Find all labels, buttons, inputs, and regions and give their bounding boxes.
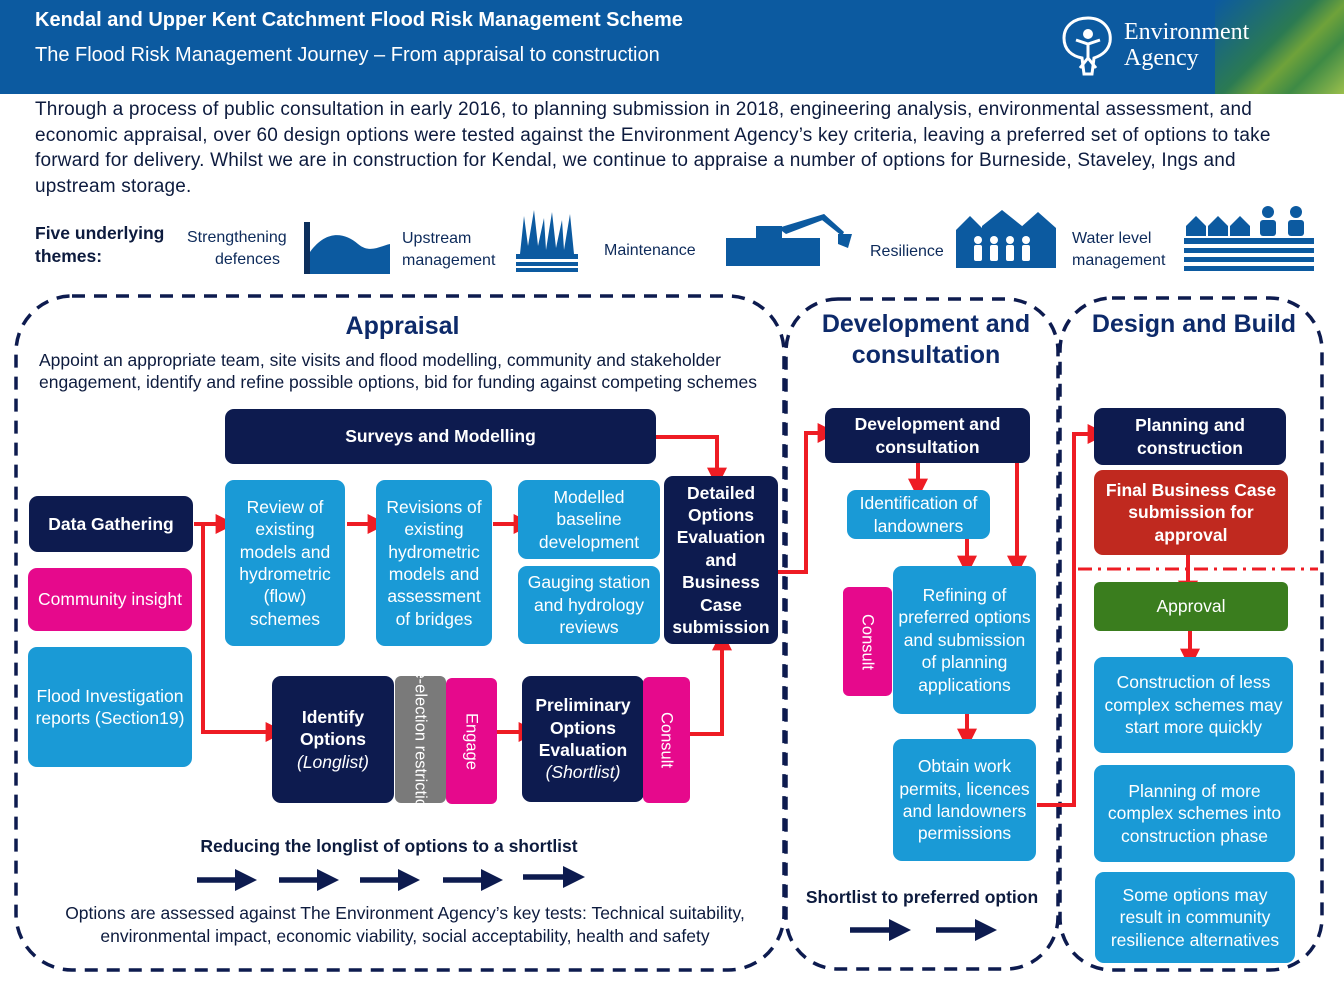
revisions-hydrometric-box: Revisions of existing hydrometric models… <box>376 480 492 646</box>
engage-label: Engage <box>462 712 481 770</box>
theme-line: defences <box>215 251 280 268</box>
refining-preferred-options-box: Refining of preferred options and submis… <box>893 566 1036 714</box>
reeds-icon <box>516 210 578 272</box>
development-consult-label: Consult <box>858 613 877 670</box>
preliminary-options-shortlist: (Shortlist) <box>545 762 621 783</box>
intro-paragraph: Through a process of public consultation… <box>35 99 1271 198</box>
theme-label-maintenance: Maintenance <box>604 242 696 259</box>
reducing-longlist-caption: Reducing the longlist of options to a sh… <box>200 836 578 856</box>
preliminary-options-title: Preliminary Options Evaluation <box>535 695 631 760</box>
pre-election-restrictions-box: Pre-election restrictions <box>395 653 446 826</box>
theme-line: Water level <box>1072 230 1152 247</box>
identify-options-title: Identify Options <box>299 706 367 750</box>
header-banner: Kendal and Upper Kent Catchment Flood Ri… <box>0 0 1344 94</box>
theme-line: Strengthening <box>187 229 287 246</box>
data-gathering-box: Data Gathering <box>29 496 193 552</box>
surveys-and-modelling-box: Surveys and Modelling <box>225 409 656 464</box>
flood-investigation-reports-box: Flood Investigation reports (Section19) <box>28 647 192 767</box>
shortlist-to-preferred-caption: Shortlist to preferred option <box>805 887 1039 907</box>
final-business-case-box: Final Business Case submission for appro… <box>1094 470 1288 555</box>
construction-less-complex-box: Construction of less complex schemes may… <box>1094 657 1293 753</box>
key-tests-note: Options are assessed against The Environ… <box>65 903 745 946</box>
modelled-baseline-box: Modelled baseline development <box>518 480 660 559</box>
arrow-detailed-to-development <box>777 423 838 574</box>
themes-heading: Five underlying themes: <box>35 222 164 268</box>
gauging-station-box: Gauging station and hydrology reviews <box>518 566 660 644</box>
community-insight-box: Community insight <box>28 568 192 631</box>
arrow-consult-to-detailed <box>690 630 732 736</box>
development-title: Development and consultation <box>821 310 1031 369</box>
planning-more-complex-box: Planning of more complex schemes into co… <box>1094 765 1295 862</box>
design-section-outline <box>1058 296 1324 972</box>
design-build-title: Design and Build <box>1091 310 1297 338</box>
review-existing-models-box: Review of existing models and hydrometri… <box>225 480 345 646</box>
header-landscape-image <box>1215 0 1344 94</box>
logo-word-agency: Agency <box>1124 45 1199 71</box>
theme-line: Upstream <box>402 230 472 247</box>
identification-of-landowners-box: Identification of landowners <box>847 490 990 539</box>
page-subtitle: The Flood Risk Management Journey – From… <box>35 44 660 66</box>
appraisal-section-outline <box>14 294 786 972</box>
planning-construction-box: Planning and construction <box>1094 408 1286 465</box>
obtain-work-permits-box: Obtain work permits, licences and landow… <box>893 739 1036 861</box>
themes-heading-line1: Five underlying <box>35 223 165 243</box>
development-section-outline <box>784 297 1060 971</box>
engage-box: Engage <box>446 678 497 804</box>
theme-label-water-level: Water level management <box>1072 228 1165 272</box>
development-consult-box: Consult <box>843 587 892 696</box>
appraisal-title: Appraisal <box>345 312 460 340</box>
houses-on-water-icon <box>1184 206 1314 271</box>
appraisal-consult-label: Consult <box>657 712 676 768</box>
identify-options-longlist: (Longlist) <box>297 751 369 772</box>
theme-label-resilience: Resilience <box>870 243 944 260</box>
appraisal-consult-box: Consult <box>643 677 690 803</box>
theme-line: management <box>402 252 496 269</box>
environment-agency-logo: Environment Agency <box>1058 14 1278 80</box>
identify-options-box: Identify Options (Longlist) <box>272 676 394 803</box>
page-title: Kendal and Upper Kent Catchment Flood Ri… <box>35 9 683 31</box>
arrow-data-to-identify <box>201 524 286 742</box>
detailed-options-evaluation-box: Detailed Options Evaluation and Business… <box>664 476 778 644</box>
arrow-permits-to-planning <box>1037 424 1108 807</box>
defence-wall-icon <box>304 222 390 274</box>
pre-election-restrictions-label: Pre-election restrictions <box>411 653 430 826</box>
theme-line: management <box>1072 252 1166 269</box>
approval-box: Approval <box>1094 582 1288 631</box>
community-resilience-box: Some options may result in community res… <box>1095 872 1295 963</box>
theme-label-upstream: Upstream management <box>402 228 495 272</box>
appraisal-description: Appoint an appropriate team, site visits… <box>39 350 757 393</box>
tree-person-icon <box>1062 16 1112 76</box>
arrow-surveys-to-detailed <box>655 435 727 488</box>
development-consultation-box: Development and consultation <box>825 408 1030 463</box>
excavator-barge-icon <box>726 214 852 266</box>
theme-label-strengthening: Strengthening defences <box>187 227 287 271</box>
logo-word-environment: Environment <box>1124 19 1250 45</box>
preliminary-options-box: Preliminary Options Evaluation (Shortlis… <box>522 676 644 802</box>
themes-heading-line2: themes: <box>35 246 103 266</box>
community-houses-icon <box>956 210 1056 268</box>
